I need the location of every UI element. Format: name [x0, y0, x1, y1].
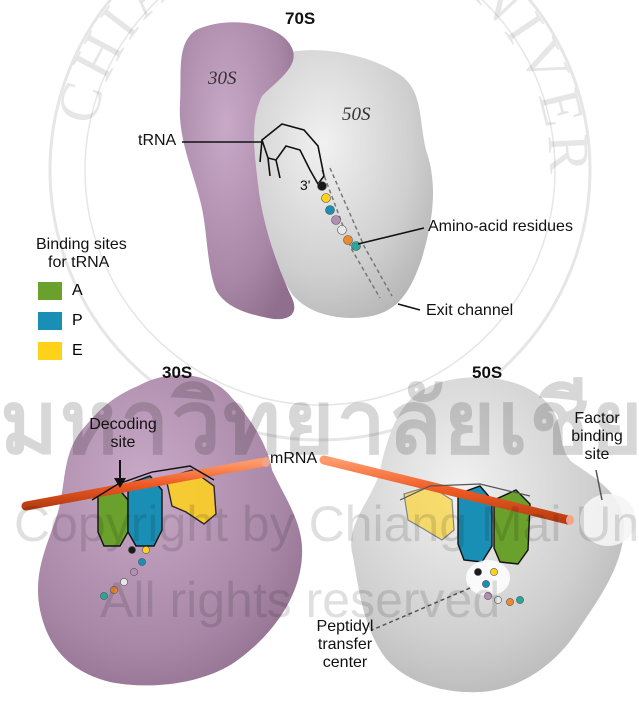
label-decoding-2: site: [80, 434, 166, 452]
label-factor-1: Factor: [562, 410, 632, 428]
legend-item-e: E: [38, 342, 83, 360]
label-30s-top: 30S: [208, 70, 237, 88]
legend-item-p: P: [38, 312, 83, 330]
amino-acid-bead: [318, 182, 327, 191]
label-decoding-1: Decoding: [80, 416, 166, 434]
legend-heading-1: Binding sites: [36, 236, 127, 254]
label-factor-2: binding: [562, 428, 632, 446]
title-50s: 50S: [472, 364, 502, 382]
amino-acid-bead: [322, 194, 331, 203]
legend-swatch-a: [38, 282, 62, 300]
label-peptidyl-2: transfer: [300, 636, 390, 654]
label-peptidyl-3: center: [300, 654, 390, 672]
legend-item-a: A: [38, 282, 83, 300]
watermark-copyright: Copyright by Chiang Mai University: [14, 498, 639, 550]
legend-label-a: A: [72, 282, 83, 300]
amino-acid-bead: [338, 226, 347, 235]
title-30s: 30S: [162, 364, 192, 382]
amino-acid-bead: [332, 216, 341, 225]
peptide-30s-bead: [138, 558, 145, 565]
exit-leader-line: [398, 304, 420, 310]
label-peptidyl-1: Peptidyl: [300, 618, 390, 636]
label-mrna: mRNA: [270, 450, 317, 468]
amino-acid-bead: [344, 236, 353, 245]
legend-label-p: P: [72, 312, 83, 330]
peptide-50s-bead: [506, 598, 513, 605]
label-amino-acid-residues: Amino-acid residues: [428, 218, 573, 236]
label-trna: tRNA: [138, 132, 176, 150]
amino-acid-bead: [326, 206, 335, 215]
ribosome-70s: [180, 22, 433, 319]
label-exit-channel: Exit channel: [426, 302, 513, 320]
peptide-50s-bead: [516, 596, 523, 603]
amino-acid-bead: [352, 242, 361, 251]
legend-heading-2: for tRNA: [48, 254, 109, 272]
title-70s: 70S: [285, 10, 315, 28]
legend-swatch-p: [38, 312, 62, 330]
legend-swatch-e: [38, 342, 62, 360]
legend-label-e: E: [72, 342, 83, 360]
label-50s-top: 50S: [342, 106, 371, 124]
label-factor-3: site: [562, 446, 632, 464]
label-three-prime: 3': [300, 176, 310, 194]
